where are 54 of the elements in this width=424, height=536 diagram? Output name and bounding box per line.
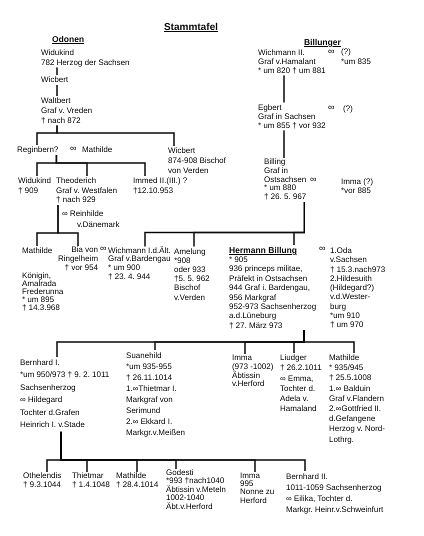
spouse-entry: 1.Oda v.Sachsen † 15.3.nach973 2.Hildesuith (Hildegard?) v.d.Wester- burg *um 910 † um 970 — [330, 246, 386, 330]
marriage-symbol: ∞ — [328, 46, 334, 56]
person-entry: Egbert Graf in Sachsen * um 855 † vor 932 — [258, 102, 326, 130]
person-entry: Waltbert Graf v. Vreden † nach 872 — [41, 96, 92, 126]
person-entry: Wicbert 874-908 Bischof von Verden — [168, 146, 226, 176]
person-entry: Theoderich Graf v. Westfalen † nach 929 — [56, 176, 118, 206]
descent-line — [56, 155, 146, 176]
person-entry: Liudger † 26.2.1011 ∞ Emma, Tochter d. Adela v. Hamaland — [280, 353, 322, 415]
marriage-symbol: ∞ — [310, 174, 316, 184]
person-entry: Reginbern? — [17, 145, 58, 155]
person-entry: Mathilde * 935/945 † 25.5.1008 1.∞ Balduin Graf v.Flandern 2.∞Gottfried II. d.Gefangene Herzog v. Nord- Lothrg. — [329, 353, 385, 445]
marriage-symbol: ∞ — [319, 243, 326, 253]
spouse-entry: (?) *um 835 — [341, 47, 371, 67]
descent-line — [283, 130, 285, 158]
person-entry: Widukind † 909 — [18, 176, 51, 196]
chart-title: Stammtafel — [164, 22, 218, 34]
descent-line — [293, 202, 306, 245]
descent-line — [303, 330, 355, 353]
descent-line — [56, 85, 58, 96]
person-entry: Widukind 782 Herzog der Sachsen — [41, 48, 130, 68]
person-entry: Bia von Ringelheim † vor 954 — [58, 246, 98, 272]
marriage-symbol: ∞ — [100, 243, 106, 253]
lineage-heading: Odonen — [52, 34, 84, 44]
marriage-symbol: ∞ — [328, 102, 334, 112]
spouse-entry: Mathilde — [82, 145, 112, 155]
person-entry: Immed II.(III.) ? †12.10.953 — [133, 176, 188, 196]
person-entry: Imma 995 Nonne zu Herford — [240, 472, 274, 505]
person-entry: Suanehild *um 935-955 † 26.11.1014 1.∞Thietmar I. Markgraf von Serimund 2.∞ Ekkard I. Markgr.v.Meißen — [126, 350, 185, 438]
descent-line — [56, 67, 58, 75]
descent-line — [56, 125, 175, 146]
person-name: Mathilde — [22, 246, 54, 256]
person-entry: Mathilde † 28.4.1014 — [116, 472, 158, 490]
person-entry: Bernhard II. 1011-1059 Sachsenherzog ∞ Eilika, Tochter d. Markgr. Heinr.v.Schweinfurt — [286, 471, 384, 515]
person-entry: Wichmann II. Graf v.Hamalant * um 820 † um 881 — [258, 49, 326, 76]
spouse-entry: (?) — [343, 104, 353, 114]
person-entry: Thietmar † 1.4.1048 — [72, 472, 110, 490]
spouse-entry: ∞ Reinhilde v.Dänemark — [62, 208, 120, 230]
descent-line — [283, 75, 285, 102]
person-details: Königin, Amalrada Frederunna * um 895 † 14.3.968 — [22, 272, 64, 312]
person-entry: Godesti *993 †nach1040 Äbtissin v.Meteln 1002-1040 Äbt.v.Herford — [166, 469, 226, 512]
person-entry: Wicbert — [41, 75, 68, 85]
person-details: * 905 936 princeps militae, Präfekt in Ostsachsen 944 Graf i. Bardengau, 956 Markgraf 952-973 Sachsenherzog a.d.Lüneburg † 27. März 973 — [229, 255, 316, 330]
marriage-symbol: ∞ — [70, 143, 76, 153]
person-entry: Wichmann I.d.Ält. Graf v.Bardengau * um 900 † 23. 4. 944 — [108, 246, 171, 282]
person-entry: Billing Graf in Ostsachsen * um 880 † 26. 5. 967 — [264, 158, 306, 202]
descent-line — [57, 205, 79, 246]
person-entry: Imma (973 -1002) Äbtissin v.Herford — [232, 354, 274, 390]
descent-line — [60, 431, 306, 471]
person-entry: Bernhard I. *um 950/973 † 9. 2. 1011 Sachsenherzog ∞ Hildegard Tochter d.Grafen Heinrich I. v.Stade — [20, 357, 110, 432]
lineage-heading: Billunger — [304, 37, 341, 47]
person-entry: Othelendis † 9.3.1044 — [23, 472, 62, 490]
spouse-entry: Imma (?) *vor 885 — [341, 178, 373, 195]
person-name: Hermann Billung — [229, 245, 298, 255]
person-entry: Amelung *908 oder 933 †5. 5. 962 Bischof v.Verden — [174, 246, 210, 302]
